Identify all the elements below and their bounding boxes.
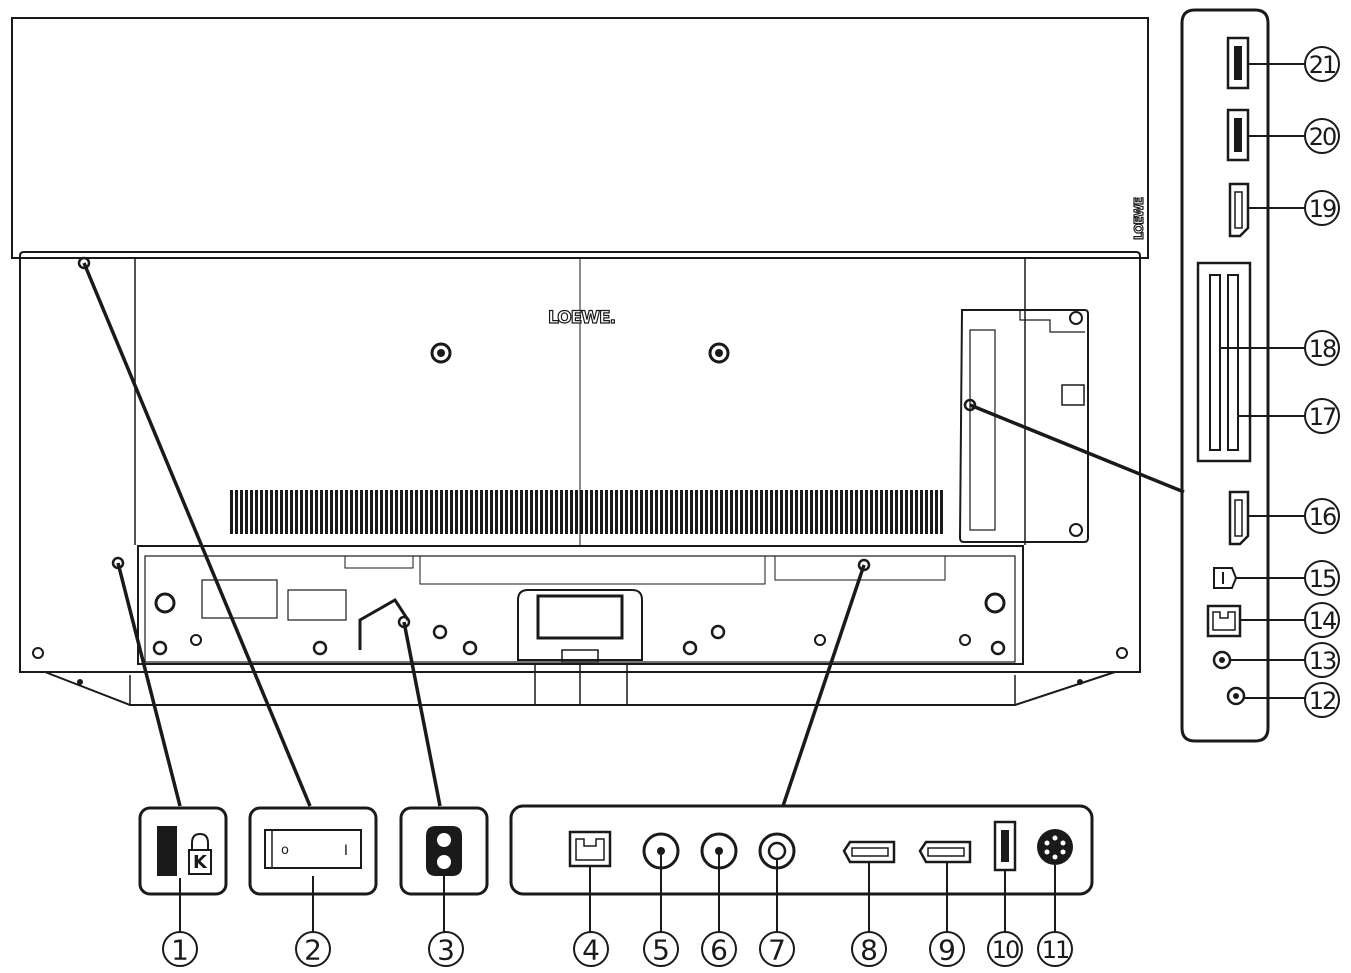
callout-3: 3	[428, 931, 464, 967]
usb-port-10	[993, 820, 1017, 872]
callout-label: 15	[1309, 565, 1336, 593]
hdmi-port-16	[1228, 490, 1250, 546]
callout-2: 2	[295, 931, 331, 967]
stand-base	[44, 663, 1116, 706]
callout-label: 5	[652, 934, 670, 967]
main-connector-strip	[509, 804, 1094, 896]
tv-rear-panel	[11, 17, 1149, 673]
callout-label: 20	[1309, 123, 1336, 151]
callout-9: 9	[929, 931, 965, 967]
power-on-icon: I	[344, 843, 348, 859]
callout-4: 4	[573, 931, 609, 967]
callout-17: 17	[1304, 398, 1340, 434]
power-off-icon: o	[281, 843, 289, 858]
callout-label: 17	[1309, 403, 1336, 431]
leader-lines	[77, 256, 1185, 807]
callout-label: 10	[992, 936, 1019, 964]
callout-21: 21	[1304, 46, 1340, 82]
service-port-15	[1213, 567, 1238, 589]
callout-label: 2	[304, 934, 322, 967]
callout-20: 20	[1304, 118, 1340, 154]
callout-label: 21	[1309, 51, 1336, 79]
callout-label: 13	[1309, 647, 1336, 675]
callout-7: 7	[759, 931, 795, 967]
lan-port-14	[1206, 604, 1242, 638]
callout-label: 14	[1309, 607, 1336, 635]
callout-label: 19	[1309, 195, 1336, 223]
callout-label: 6	[710, 934, 728, 967]
bottom-callout-lines	[179, 851, 1056, 932]
lan-port-4	[568, 830, 612, 868]
callout-13: 13	[1304, 642, 1340, 678]
hdmi-port-9	[918, 840, 972, 864]
side-connector-compartment	[958, 260, 1089, 543]
brand-logo: LOEWE.	[548, 308, 615, 328]
callout-8: 8	[851, 931, 887, 967]
ventilation-grille	[230, 490, 943, 534]
callout-14: 14	[1304, 602, 1340, 638]
kensington-icon: K	[193, 852, 208, 873]
callout-label: 12	[1309, 687, 1336, 715]
audio-jack-12	[1226, 686, 1246, 706]
callout-16: 16	[1304, 498, 1340, 534]
callout-15: 15	[1304, 560, 1340, 596]
callout-label: 3	[437, 934, 455, 967]
callout-label: 9	[938, 934, 956, 967]
callout-6: 6	[701, 931, 737, 967]
mains-socket-box	[399, 806, 489, 896]
side-brand-logo: LOEWE	[1132, 197, 1146, 240]
usb-port-20	[1226, 108, 1250, 162]
ci-slot-17-18	[1196, 261, 1252, 463]
headphone-jack-13	[1212, 650, 1232, 670]
callout-10: 10	[987, 931, 1023, 967]
kensington-lock-box: K	[138, 806, 228, 896]
callout-5: 5	[643, 931, 679, 967]
connection-bay	[32, 545, 1128, 665]
callout-label: 11	[1042, 936, 1069, 964]
callout-11: 11	[1037, 931, 1073, 967]
callout-18: 18	[1304, 330, 1340, 366]
callout-label: 7	[768, 934, 786, 967]
callout-1: 1	[162, 931, 198, 967]
wall-mount-holes	[430, 342, 730, 364]
callout-19: 19	[1304, 190, 1340, 226]
callout-label: 1	[171, 934, 189, 967]
callout-label: 4	[582, 934, 600, 967]
callout-label: 8	[860, 934, 878, 967]
hdmi-port-8	[842, 840, 896, 864]
side-callout-lines	[1220, 63, 1310, 699]
usb-port-21	[1226, 36, 1250, 90]
side-panel-zoom	[1180, 8, 1270, 743]
din-socket-11	[1037, 829, 1073, 865]
callout-label: 18	[1309, 335, 1336, 363]
hdmi-port-19	[1228, 182, 1250, 238]
callout-12: 12	[1304, 682, 1340, 718]
callout-label: 16	[1309, 503, 1336, 531]
